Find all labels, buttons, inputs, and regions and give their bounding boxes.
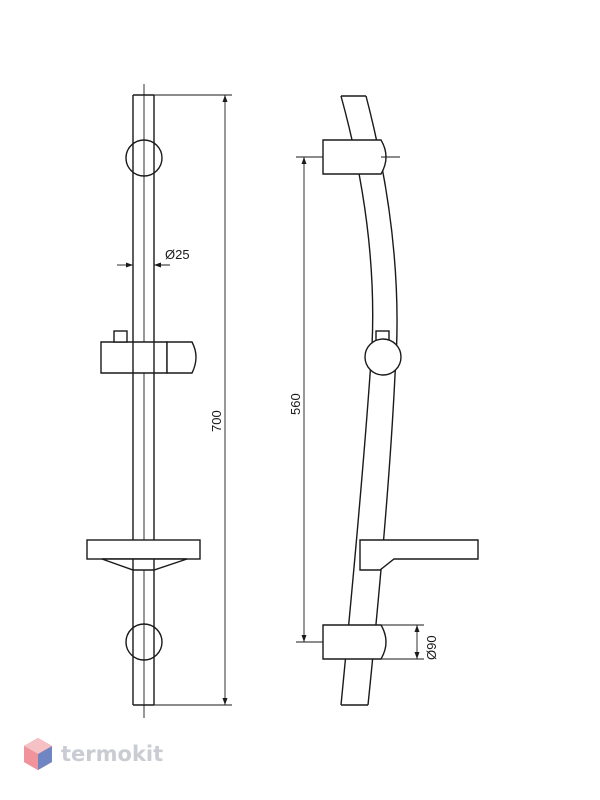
bracket-spacing-dimension: 560 xyxy=(288,156,323,643)
side-top-bracket xyxy=(322,139,400,175)
bracket-spacing-label: 560 xyxy=(288,393,303,415)
logo-wordmark: termokit xyxy=(61,742,163,766)
rail-diameter-dimension: Ø25 xyxy=(117,247,190,268)
logo-cube-icon xyxy=(24,738,52,770)
front-slider-holder xyxy=(100,330,197,374)
bracket-diameter-dimension: Ø90 xyxy=(381,624,439,660)
termokit-logo: termokit xyxy=(24,738,163,770)
side-bottom-bracket xyxy=(322,624,387,660)
side-slider-holder xyxy=(364,330,402,376)
total-length-label: 700 xyxy=(209,410,224,432)
front-top-bracket xyxy=(125,139,163,177)
side-view: 560 Ø90 xyxy=(288,95,479,706)
front-soap-dish xyxy=(86,539,201,571)
front-rail xyxy=(132,84,155,718)
side-soap-dish xyxy=(359,539,479,571)
front-view: Ø25 700 xyxy=(86,84,232,718)
side-curved-rail xyxy=(340,95,398,706)
front-bottom-bracket xyxy=(125,623,163,661)
total-length-dimension: 700 xyxy=(154,94,232,706)
bracket-diameter-label: Ø90 xyxy=(424,635,439,660)
rail-diameter-label: Ø25 xyxy=(165,247,190,262)
